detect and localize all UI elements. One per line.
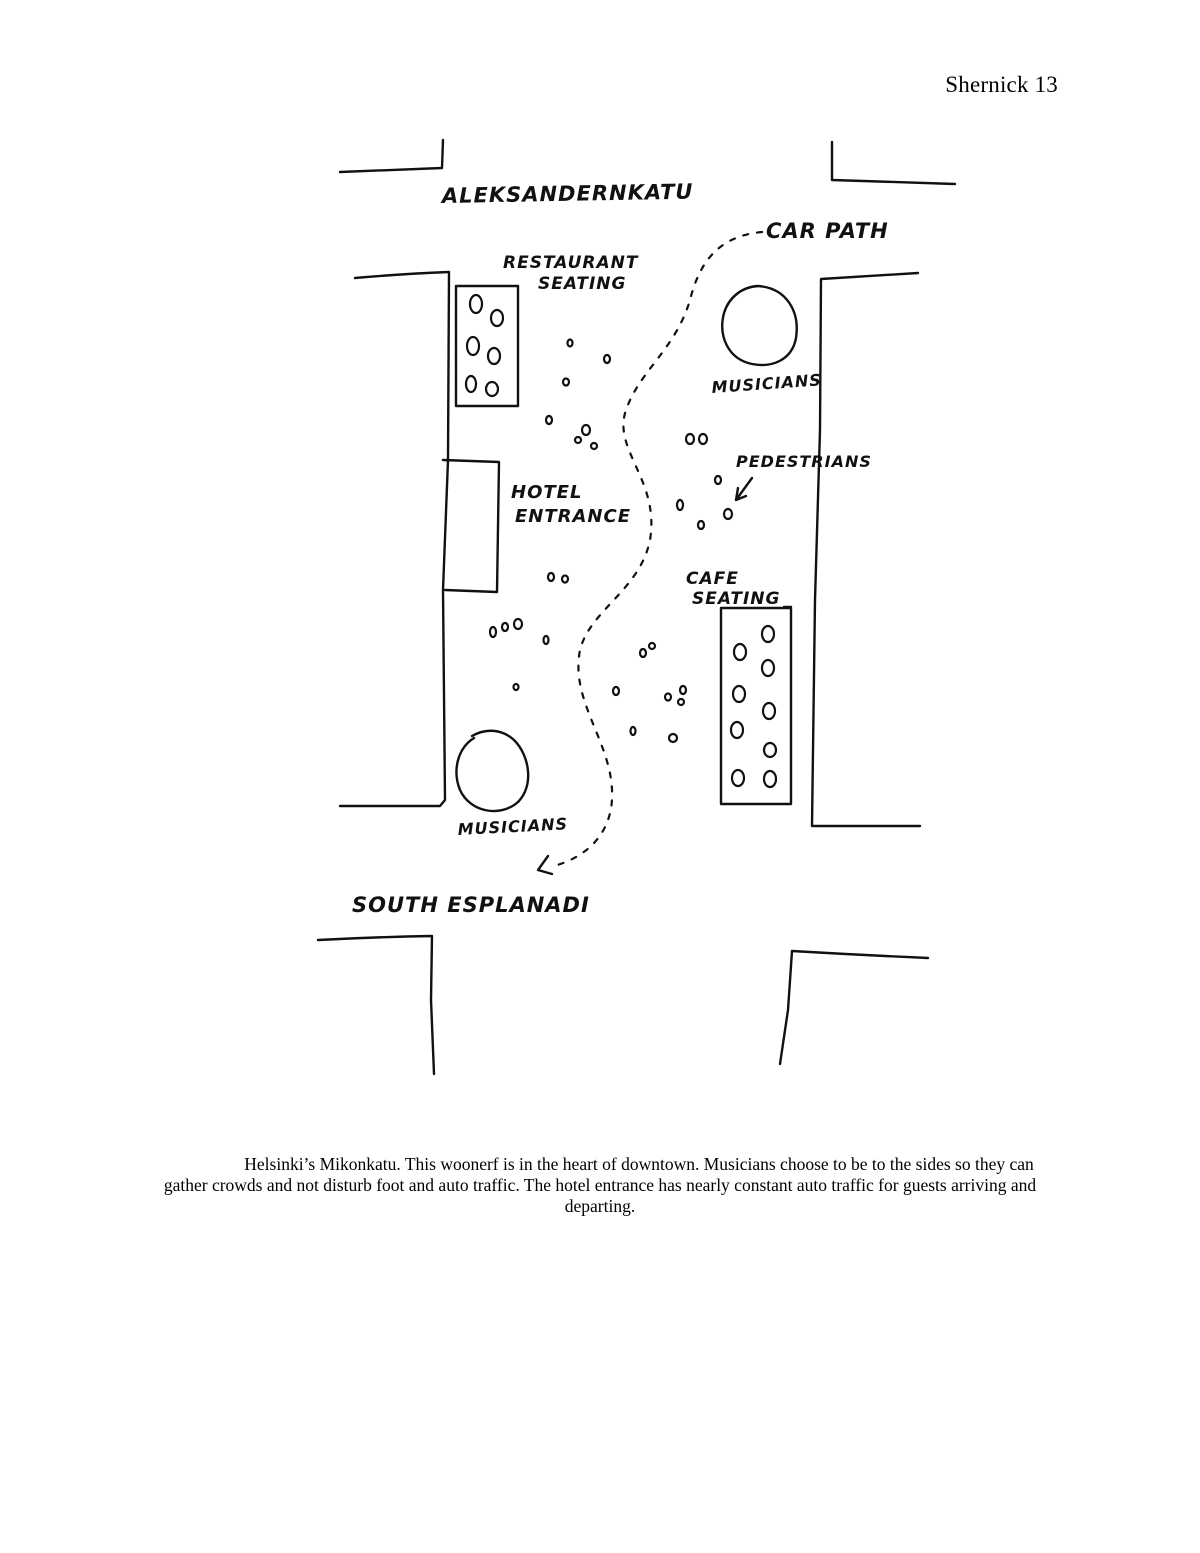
pedestrian xyxy=(675,498,685,512)
pedestrian xyxy=(589,441,599,451)
label-street-bottom: SOUTH ESPLANADI xyxy=(352,893,590,917)
car-path-arrow xyxy=(536,854,554,876)
label-cafe-seating-line2: SEATING xyxy=(692,589,781,609)
caption-text: Helsinki’s Mikonkatu. This woonerf is in… xyxy=(163,1154,1037,1216)
pedestrian xyxy=(629,725,637,737)
pedestrian xyxy=(546,571,556,583)
seat xyxy=(486,346,502,366)
label-street-top: ALEKSANDERNKATU xyxy=(440,180,694,208)
cafe-seating-area xyxy=(719,606,793,806)
musicians-circle-top xyxy=(721,284,798,367)
seat xyxy=(761,701,777,721)
pedestrian xyxy=(500,621,510,633)
street-edge-top-right xyxy=(830,140,957,186)
pedestrians-arrow xyxy=(734,476,754,502)
pedestrian xyxy=(602,353,612,365)
restaurant-seats xyxy=(464,293,505,398)
label-musicians-top: MUSICIANS xyxy=(711,370,822,397)
pedestrian xyxy=(697,432,709,446)
label-restaurant-seating-line1: RESTAURANT xyxy=(503,253,639,273)
pedestrian xyxy=(667,732,679,744)
label-hotel-entrance-line2: ENTRANCE xyxy=(515,506,631,527)
hotel-entrance-area xyxy=(441,458,501,594)
seat xyxy=(729,720,745,740)
pedestrian xyxy=(663,692,673,702)
pedestrian xyxy=(722,507,734,521)
street-edge-right xyxy=(810,271,922,828)
car-path xyxy=(552,230,764,868)
seat xyxy=(465,335,481,357)
label-musicians-bottom: MUSICIANS xyxy=(457,814,568,839)
pedestrian xyxy=(684,432,696,446)
pedestrian-dots xyxy=(488,338,734,744)
pedestrian xyxy=(580,423,592,437)
figure-caption: Helsinki’s Mikonkatu. This woonerf is in… xyxy=(150,1154,1050,1217)
label-cafe-seating-line1: CAFE xyxy=(686,569,739,589)
seat xyxy=(732,642,748,662)
pedestrian xyxy=(611,685,621,697)
pedestrian xyxy=(542,634,550,646)
street-edge-bottom-left xyxy=(316,934,436,1076)
pedestrian xyxy=(560,574,570,584)
pedestrian xyxy=(561,377,571,387)
label-restaurant-seating-line2: SEATING xyxy=(538,274,627,294)
pedestrian xyxy=(512,617,524,631)
seat xyxy=(762,769,778,789)
musicians-circle-bottom xyxy=(455,729,530,813)
pedestrian xyxy=(566,338,574,348)
running-head: Shernick 13 xyxy=(945,72,1058,97)
pedestrian xyxy=(488,625,498,639)
pedestrian xyxy=(647,641,657,651)
pedestrian xyxy=(573,435,583,445)
street-edge-top-left xyxy=(338,138,445,174)
street-edge-left xyxy=(338,270,451,808)
pedestrian xyxy=(678,684,688,696)
label-car-path: CAR PATH xyxy=(766,219,889,243)
seat xyxy=(762,741,778,759)
seat xyxy=(731,684,747,704)
pedestrian xyxy=(638,647,648,659)
seat xyxy=(760,658,776,678)
pedestrian xyxy=(696,519,706,531)
seat xyxy=(730,768,746,788)
pedestrian xyxy=(676,697,686,707)
pedestrian xyxy=(713,474,723,486)
label-pedestrians: PEDESTRIANS xyxy=(736,452,872,471)
pedestrian xyxy=(512,682,520,692)
cafe-seats xyxy=(729,624,778,789)
seat xyxy=(760,624,776,644)
restaurant-seating-area xyxy=(454,284,520,408)
label-hotel-entrance-line1: HOTEL xyxy=(511,482,582,503)
seat xyxy=(484,380,500,398)
seat xyxy=(464,374,478,394)
seat xyxy=(468,293,484,315)
pedestrian xyxy=(544,414,554,426)
seat xyxy=(489,308,505,328)
street-edge-bottom-right xyxy=(778,949,930,1066)
